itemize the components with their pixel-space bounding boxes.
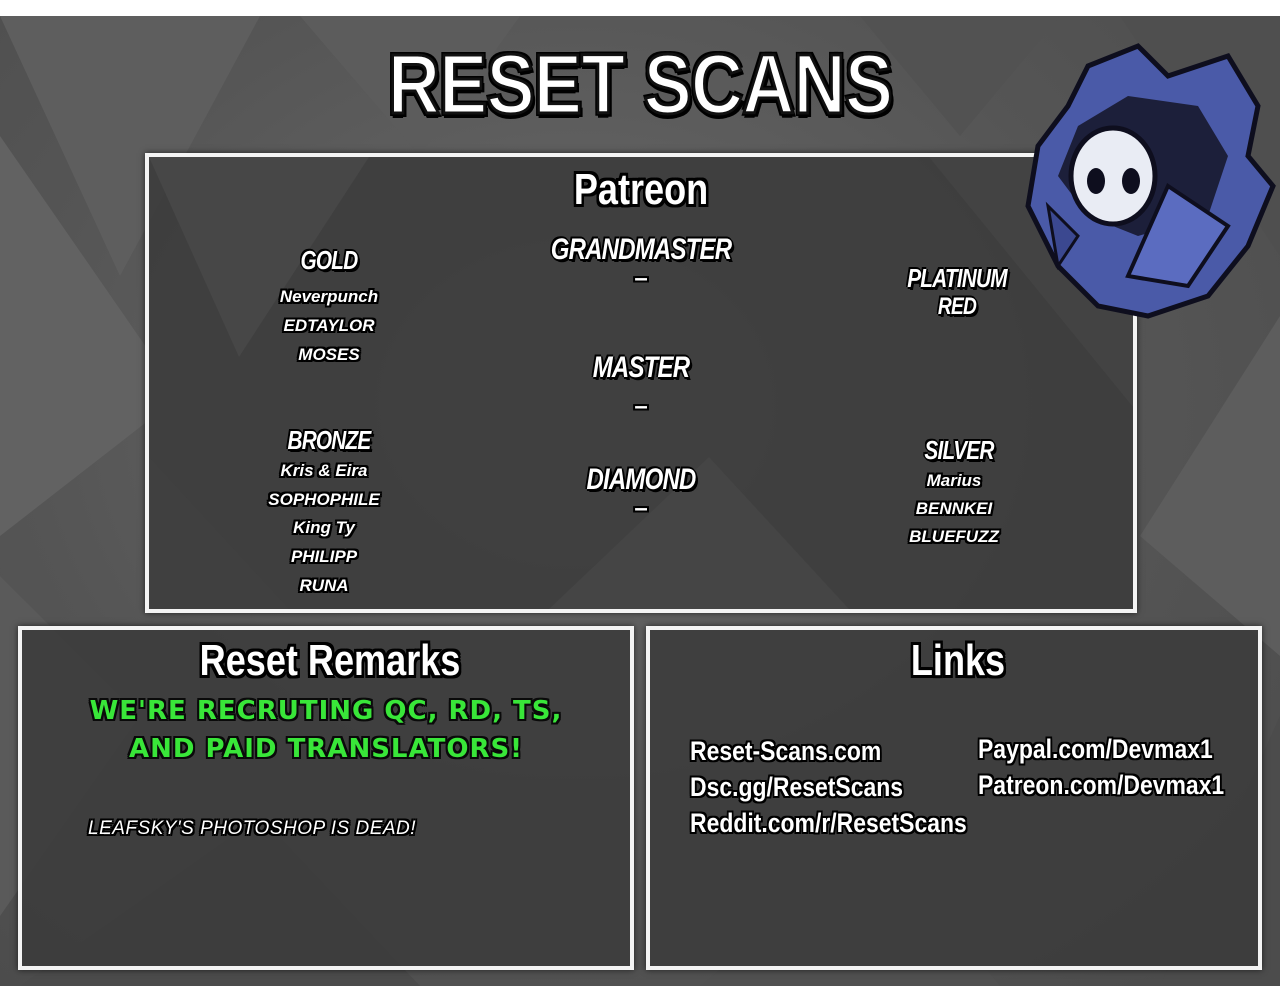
links-title: Links	[910, 636, 1006, 685]
remarks-title: Reset Remarks	[199, 636, 461, 685]
mascot-illustration	[1025, 43, 1276, 319]
links-panel: Links Reset-Scans.com Dsc.gg/ResetScans …	[646, 626, 1262, 970]
diamond-name: –	[634, 495, 648, 522]
tier-bronze: BRONZE	[287, 425, 371, 455]
silver-name: BLUEFUZZ	[909, 527, 999, 546]
bronze-name: PHILIPP	[290, 547, 358, 566]
link-patreon[interactable]: Patreon.com/Devmax1	[978, 770, 1225, 800]
link-reset-scans[interactable]: Reset-Scans.com	[690, 736, 882, 766]
silver-name: BENNKEI	[915, 499, 993, 518]
patreon-panel: Patreon GRANDMASTER – MASTER – DIAMOND –…	[145, 153, 1137, 613]
bronze-name: SOPHOPHILE	[268, 490, 380, 509]
reset-scans-logo: RESET SCANS	[387, 36, 895, 133]
tier-platinum: PLATINUM	[907, 263, 1007, 293]
master-name: –	[634, 393, 648, 420]
silver-name: Marius	[926, 471, 982, 490]
tier-silver: SILVER	[924, 435, 994, 465]
patreon-title: Patreon	[573, 165, 709, 214]
link-reddit[interactable]: Reddit.com/r/ResetScans	[690, 808, 967, 838]
link-discord[interactable]: Dsc.gg/ResetScans	[690, 772, 904, 802]
gold-name: Neverpunch	[279, 287, 379, 306]
gold-name: MOSES	[298, 345, 360, 364]
tier-diamond: DIAMOND	[586, 463, 696, 496]
recruit-line-2: AND PAID TRANSLATORS!	[128, 734, 524, 764]
tier-gold: GOLD	[300, 245, 359, 275]
grandmaster-name: –	[634, 265, 648, 292]
tier-grandmaster: GRANDMASTER	[550, 233, 732, 266]
recruit-line-1: WE'RE RECRUTING QC, RD, TS,	[89, 696, 563, 726]
remarks-panel: Reset Remarks WE'RE RECRUTING QC, RD, TS…	[18, 626, 634, 970]
credits-page: RESET SCANS Patreon GRANDMASTER – MASTER…	[0, 16, 1280, 986]
platinum-name: RED	[937, 293, 977, 320]
bronze-name: RUNA	[299, 576, 349, 595]
tier-master: MASTER	[592, 351, 690, 384]
gold-name: EDTAYLOR	[283, 316, 375, 335]
link-paypal[interactable]: Paypal.com/Devmax1	[978, 734, 1213, 764]
bronze-name: Kris & Eira	[280, 461, 368, 480]
remarks-note: LEAFSKY'S PHOTOSHOP IS DEAD!	[88, 818, 417, 839]
bronze-name: King Ty	[293, 518, 355, 537]
